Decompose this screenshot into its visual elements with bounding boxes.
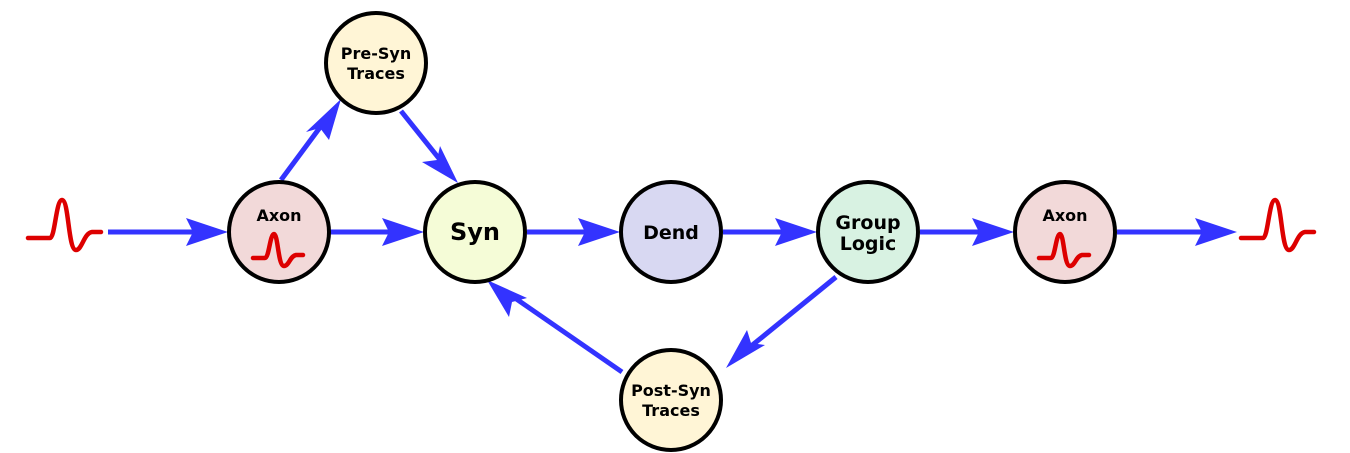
arrowhead-output [1195, 218, 1237, 246]
input-spike-icon [25, 197, 104, 253]
edges [108, 109, 1208, 375]
node-group-logic-circle [816, 180, 920, 284]
node-group-logic-label-line1: Group [835, 212, 900, 234]
arrowhead-syn-left [382, 218, 424, 246]
node-pre-syn-traces: Pre-Syn Traces [324, 11, 428, 115]
edge-axon-to-presyn [278, 120, 327, 182]
arrowhead-axon-in [186, 218, 228, 246]
node-axon-in-circle [227, 180, 331, 284]
arrowhead-group [775, 218, 817, 246]
node-axon-in-label: Axon [256, 206, 301, 225]
output-spike-icon [1238, 197, 1317, 253]
edge-presyn-to-syn [399, 109, 443, 163]
node-pre-syn-circle [324, 11, 428, 115]
node-group-logic: Group Logic [816, 180, 920, 284]
arrowhead-postsyn [726, 330, 765, 368]
axon-out-spike-icon [1036, 231, 1092, 269]
edge-group-to-postsyn [748, 275, 838, 349]
node-axon-out: Axon [1013, 180, 1117, 284]
node-axon-out-label: Axon [1042, 206, 1087, 225]
node-post-syn-label-line1: Post-Syn [631, 381, 711, 400]
node-dend: Dend [619, 180, 723, 284]
node-post-syn-circle [619, 348, 723, 452]
node-group-logic-label-line2: Logic [840, 233, 897, 255]
node-syn: Syn [423, 180, 527, 284]
node-syn-circle [423, 180, 527, 284]
node-post-syn-traces: Post-Syn Traces [619, 348, 723, 452]
arrowhead-dend [578, 218, 620, 246]
arrowhead-syn-top [422, 146, 458, 183]
node-dend-circle [619, 180, 723, 284]
node-axon-in: Axon [227, 180, 331, 284]
node-pre-syn-label-line2: Traces [347, 64, 405, 83]
arrowhead-presyn [306, 99, 341, 140]
node-syn-label: Syn [450, 218, 500, 246]
node-axon-out-circle [1013, 180, 1117, 284]
node-dend-label: Dend [643, 222, 699, 244]
arrowhead-syn-bottom [487, 280, 527, 317]
axon-in-spike-icon [250, 231, 306, 269]
edge-postsyn-to-syn [510, 293, 624, 375]
arrowheads [186, 99, 1237, 368]
node-post-syn-label-line2: Traces [642, 401, 700, 420]
node-pre-syn-label-line1: Pre-Syn [341, 44, 411, 63]
arrowhead-axon-out [972, 218, 1014, 246]
